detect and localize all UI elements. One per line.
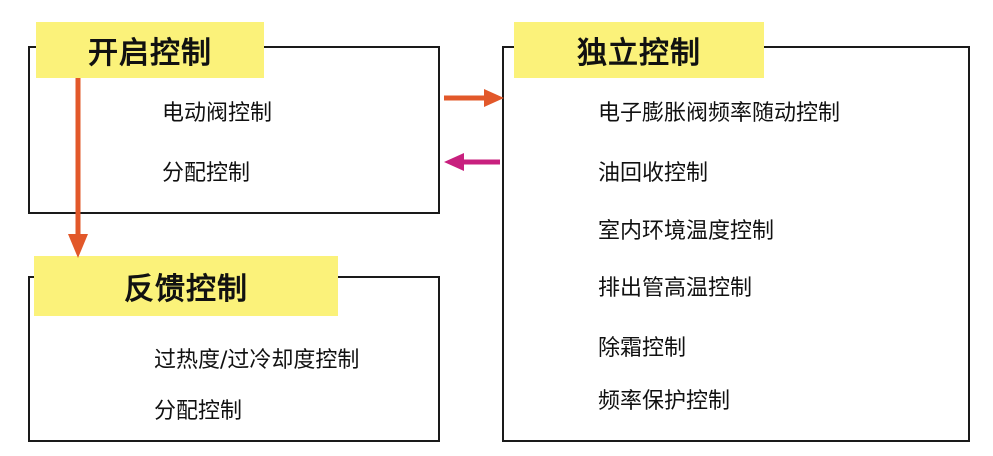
independent-control-item-1: 电子膨胀阀频率随动控制 (598, 101, 841, 126)
independent-control-item-3: 室内环境温度控制 (598, 219, 775, 244)
open-control-item-1: 电动阀控制 (162, 101, 273, 126)
independent-control-item-6: 频率保护控制 (598, 389, 731, 414)
arrow-independent-to-open (444, 153, 500, 171)
independent-control-item-2: 油回收控制 (598, 161, 709, 186)
independent-control-item-5: 除霜控制 (598, 336, 687, 361)
independent-control-box (502, 46, 970, 442)
independent-control-title: 独立控制 (514, 22, 764, 78)
arrow-open-to-feedback (68, 78, 88, 258)
open-control-title: 开启控制 (36, 22, 264, 78)
feedback-control-title: 反馈控制 (34, 256, 338, 316)
open-control-item-2: 分配控制 (162, 161, 251, 186)
arrow-open-to-independent (444, 89, 504, 107)
feedback-control-item-1: 过热度/过冷却度控制 (154, 348, 360, 373)
feedback-control-item-2: 分配控制 (154, 399, 243, 424)
independent-control-item-4: 排出管高温控制 (598, 276, 753, 301)
